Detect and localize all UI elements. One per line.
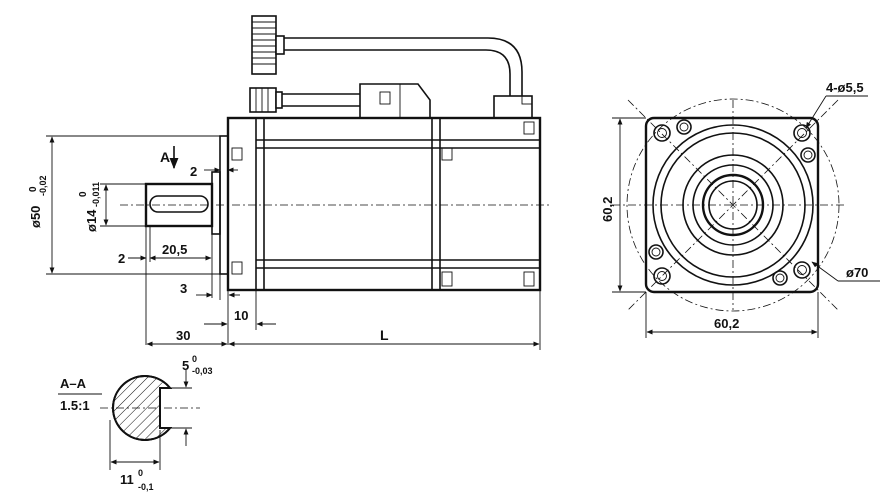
dim-dia50-tol-upper: 0 bbox=[28, 186, 39, 192]
dim-L: L bbox=[380, 327, 389, 343]
front-view bbox=[120, 15, 552, 292]
dim-depth: 11 bbox=[120, 472, 134, 487]
dim-20-5: 20,5 bbox=[162, 242, 187, 257]
shaft-keyway bbox=[149, 195, 209, 213]
view-arrow-label: A bbox=[160, 149, 170, 165]
dim-key-width: 5 bbox=[182, 358, 189, 373]
dim-depth-tol-upper: 0 bbox=[138, 468, 143, 478]
dim-10: 10 bbox=[234, 308, 248, 323]
dim-30: 30 bbox=[176, 328, 190, 343]
dim-2-top: 2 bbox=[190, 164, 197, 179]
encoder-connector bbox=[251, 15, 523, 96]
section-title: A–A bbox=[60, 376, 87, 391]
dim-dia14-tol-lower: -0,011 bbox=[91, 182, 101, 207]
dim-dia50: ø50 bbox=[28, 206, 43, 228]
dim-key-tol-upper: 0 bbox=[192, 354, 197, 364]
side-dimensions: 60,2 60,2 4-ø5,5 ø70 bbox=[600, 80, 880, 338]
dim-dia14-tol-upper: 0 bbox=[78, 191, 89, 197]
side-view bbox=[612, 98, 846, 312]
dim-2-left: 2 bbox=[118, 251, 125, 266]
motor-body bbox=[226, 116, 542, 292]
section-a-a: A–A 1.5:1 5 0 -0,03 11 0 -0,1 bbox=[58, 354, 213, 492]
section-scale: 1.5:1 bbox=[60, 398, 90, 413]
dim-key-tol-lower: -0,03 bbox=[192, 366, 213, 376]
power-connector bbox=[249, 83, 533, 119]
dim-depth-tol-lower: -0,1 bbox=[138, 482, 154, 492]
dim-3: 3 bbox=[180, 281, 187, 296]
dim-holes: 4-ø5,5 bbox=[826, 80, 864, 95]
dim-pcd: ø70 bbox=[846, 265, 868, 280]
front-dimensions: ø50 0 -0,02 ø14 0 -0,011 A 2 2 20,5 3 bbox=[28, 135, 541, 350]
dim-dia50-tol-lower: -0,02 bbox=[38, 175, 48, 196]
dim-height: 60,2 bbox=[600, 197, 615, 222]
mounting-holes bbox=[648, 119, 816, 286]
dim-dia14: ø14 bbox=[84, 209, 99, 232]
dim-width: 60,2 bbox=[714, 316, 739, 331]
